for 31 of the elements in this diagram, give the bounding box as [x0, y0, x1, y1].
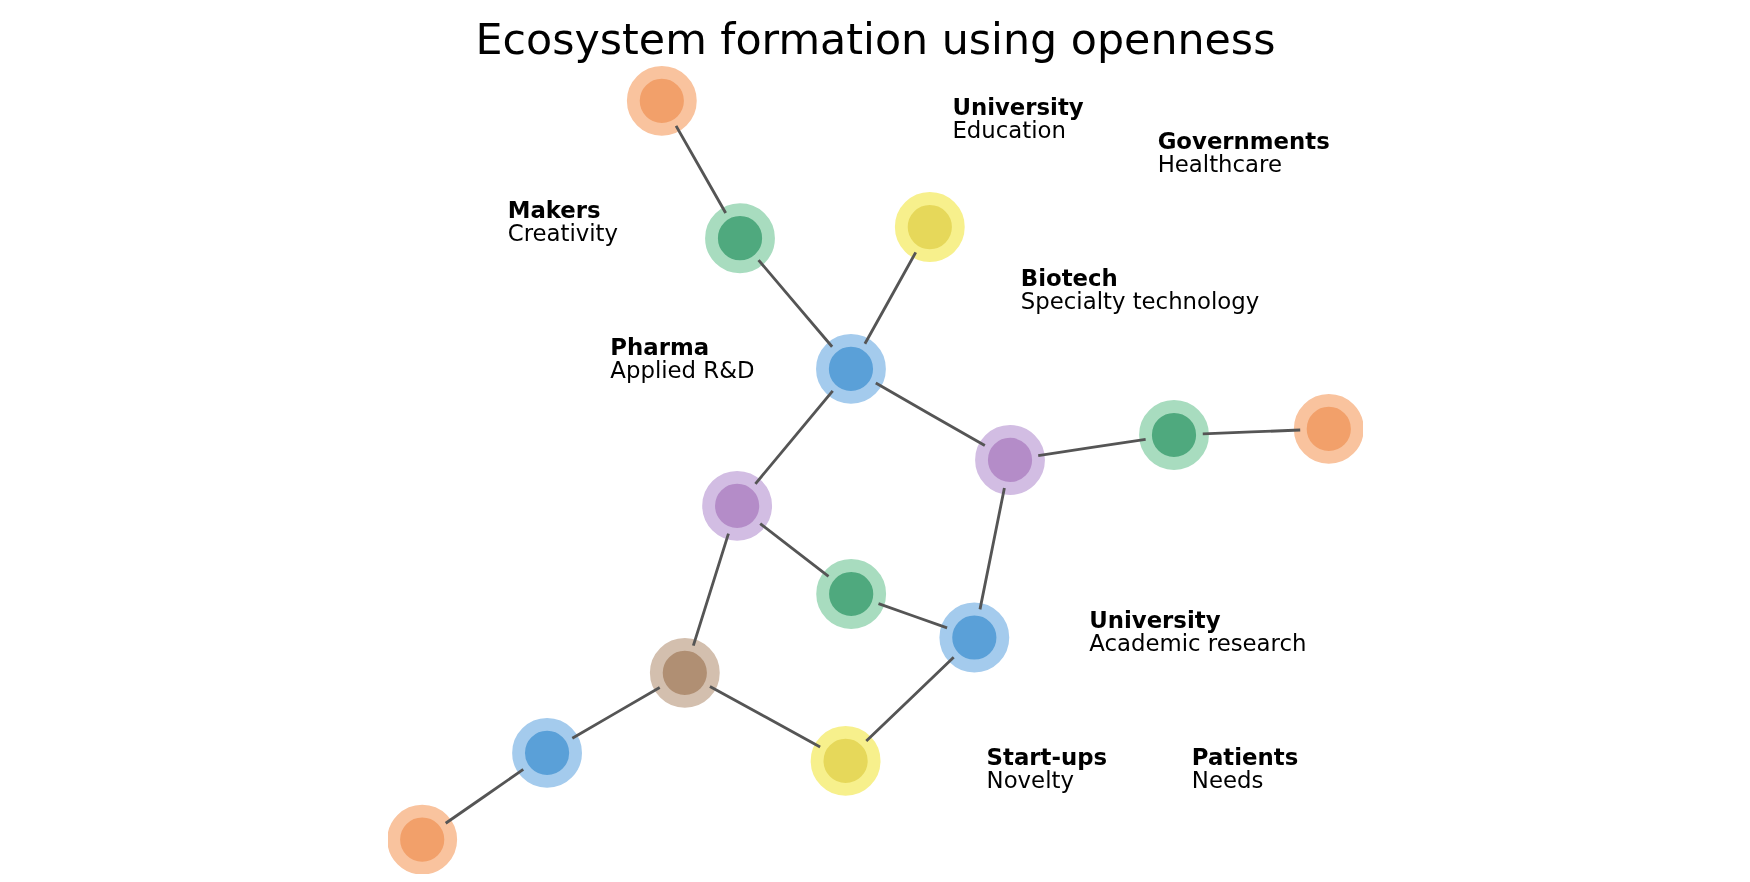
connector	[1202, 428, 1300, 436]
connector	[874, 381, 986, 447]
node-circle	[1293, 394, 1363, 464]
node-circle	[387, 804, 457, 874]
connector	[864, 656, 955, 743]
connector	[708, 685, 821, 749]
node-circle	[810, 726, 880, 796]
node-circle	[938, 602, 1009, 673]
node-circle	[815, 559, 886, 629]
connector	[1037, 437, 1146, 458]
connector	[571, 686, 660, 740]
node-circle	[704, 203, 775, 274]
connector	[674, 125, 727, 214]
connector	[691, 533, 730, 647]
node-circle	[511, 718, 582, 788]
node-circle	[974, 425, 1045, 495]
connector	[978, 487, 1006, 610]
node-circle	[815, 333, 886, 404]
node-circle	[649, 637, 720, 708]
label: University	[1088, 607, 1221, 634]
node-circle	[701, 470, 772, 541]
connector	[444, 768, 524, 825]
node-circle	[626, 65, 697, 136]
node-circle	[894, 192, 965, 262]
connector	[753, 389, 834, 485]
connector	[877, 602, 948, 630]
connector	[863, 251, 917, 345]
diagram-title: Ecosystem formation using openness	[475, 13, 1275, 64]
node-circle	[1138, 400, 1209, 470]
connector	[758, 522, 829, 578]
connector	[756, 259, 833, 348]
